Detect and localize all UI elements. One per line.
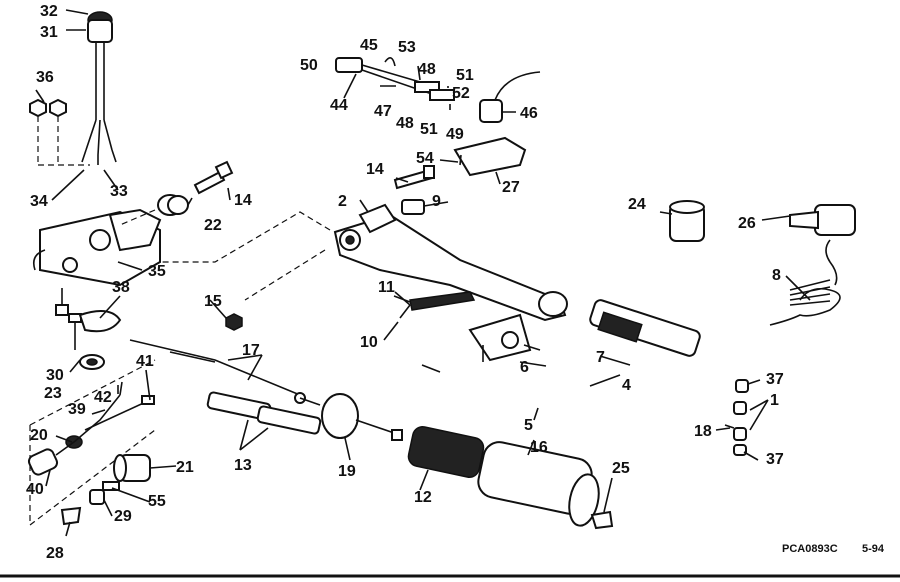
callout-label: 9 — [432, 193, 441, 210]
spool-illustration — [321, 393, 403, 441]
callout-label: 22 — [204, 217, 222, 234]
callout-label: 17 — [242, 342, 260, 359]
pins-illustration — [724, 379, 769, 456]
callout-label: 26 — [738, 215, 756, 232]
leader-dashed-frame — [29, 359, 156, 526]
callout-label: 45 — [360, 37, 378, 54]
callout-label: 13 — [234, 457, 252, 474]
callout-label: 5 — [524, 417, 533, 434]
callout-label: 38 — [112, 279, 130, 296]
callout-label: 36 — [36, 69, 54, 86]
grip-sleeves-illustration — [206, 391, 322, 435]
cap-and-bolt-illustration — [119, 160, 234, 226]
callout-label: 34 — [30, 193, 48, 210]
lanyard-illustration — [769, 204, 856, 326]
callout-label: 37 — [766, 451, 784, 468]
ignition-switch-illustration — [81, 11, 117, 165]
small-fittings-illustration — [60, 454, 151, 526]
callout-label: 21 — [176, 459, 194, 476]
callout-label: 54 — [416, 150, 434, 167]
callout-label: 39 — [68, 401, 86, 418]
callout-label: 16 — [530, 439, 548, 456]
callout-label: 23 — [44, 385, 62, 402]
callout-label: 28 — [46, 545, 64, 562]
wire-harness-illustration — [335, 57, 455, 101]
callout-label: 49 — [446, 126, 464, 143]
throttle-shaft-illustration — [589, 299, 701, 357]
clip-and-bolt-illustration — [393, 165, 435, 215]
callout-label: 32 — [40, 3, 58, 20]
callout-label: 52 — [452, 85, 470, 102]
callout-label: 15 — [204, 293, 222, 310]
callout-label: 53 — [398, 39, 416, 56]
bracket-illustration — [32, 208, 162, 287]
throttle-cable-illustration — [129, 339, 321, 406]
callout-label: 6 — [520, 359, 529, 376]
callout-label: 19 — [338, 463, 356, 480]
callout-label: 48 — [396, 115, 414, 132]
callout-label: 24 — [628, 196, 646, 213]
callout-label: 25 — [612, 460, 630, 477]
callout-label: 27 — [502, 179, 520, 196]
callout-label: 33 — [110, 183, 128, 200]
lower-left-cable-illustration — [27, 381, 155, 476]
tiller-arm-illustration — [160, 203, 568, 322]
callout-label: 47 — [374, 103, 392, 120]
callout-label: 18 — [694, 423, 712, 440]
callout-label: 40 — [26, 481, 44, 498]
callout-label: 12 — [414, 489, 432, 506]
date-code: 5-94 — [862, 543, 885, 555]
callout-label: 7 — [596, 349, 605, 366]
callout-label: 4 — [622, 377, 631, 394]
callout-label: 48 — [418, 61, 436, 78]
callout-label: 31 — [40, 24, 58, 41]
callout-label: 42 — [94, 389, 112, 406]
throttle-grip-illustration — [407, 426, 614, 530]
bracket-bolt-illustration — [55, 288, 122, 370]
nut-15-illustration — [225, 313, 243, 331]
callout-leader-lines — [35, 9, 811, 537]
callout-label: 8 — [772, 267, 781, 284]
nuts-illustration — [29, 98, 90, 166]
callout-label: 14 — [366, 161, 384, 178]
callout-label: 51 — [456, 67, 474, 84]
tiller-fittings-illustration — [394, 291, 532, 373]
callout-label: 20 — [30, 427, 48, 444]
callout-label: 29 — [114, 508, 132, 525]
callout-label: 14 — [234, 192, 252, 209]
callout-label: 10 — [360, 334, 378, 351]
callout-label: 50 — [300, 57, 318, 74]
callout-label: 35 — [148, 263, 166, 280]
callout-label: 11 — [378, 279, 395, 296]
callout-label: 41 — [136, 353, 154, 370]
stop-switch-illustration — [453, 71, 541, 177]
callout-label: 30 — [46, 367, 64, 384]
callout-label: 37 — [766, 371, 784, 388]
callout-label: 44 — [330, 97, 348, 114]
callout-label: 51 — [420, 121, 438, 138]
drawing-code: PCA0893C — [782, 543, 838, 555]
callout-label: 55 — [148, 493, 166, 510]
callout-label: 46 — [520, 105, 538, 122]
callout-label: 1 — [770, 392, 779, 409]
ring-illustration — [669, 200, 705, 242]
callout-label: 2 — [338, 193, 347, 210]
callout-numbers: 1 2 4 5 6 7 8 9 10 11 12 13 14 14 15 16 … — [26, 3, 784, 562]
